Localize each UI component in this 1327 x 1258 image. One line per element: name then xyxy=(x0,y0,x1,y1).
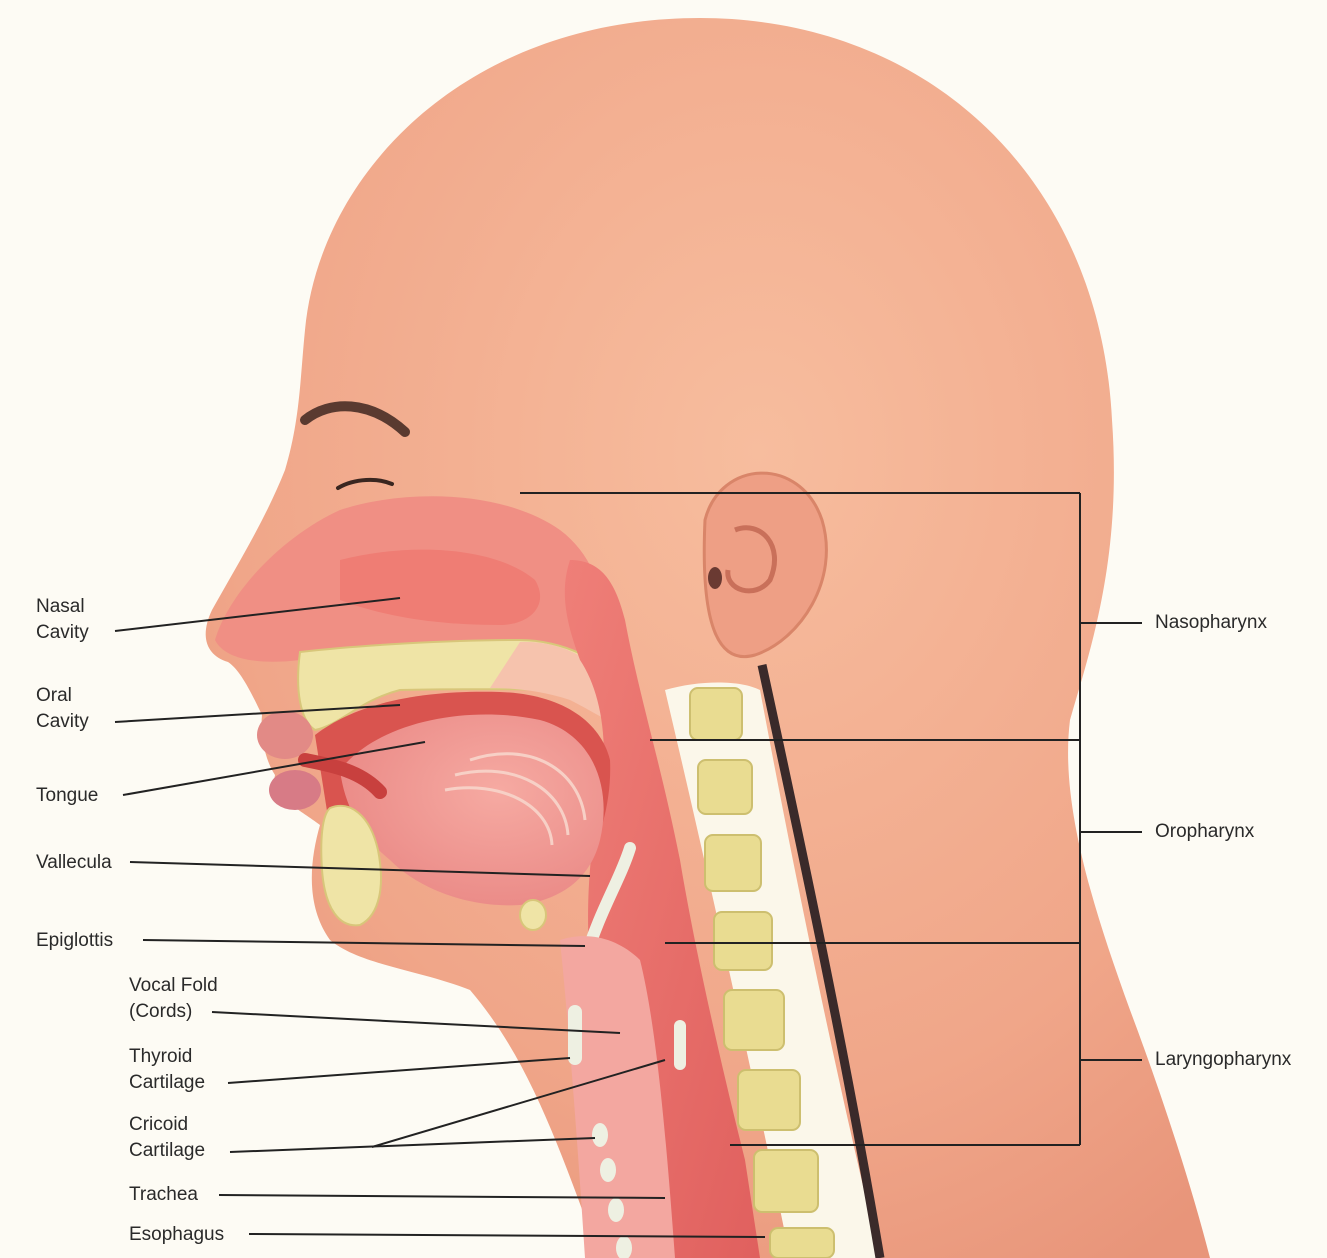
label-cricoid-cartilage: Cricoid Cartilage xyxy=(129,1112,205,1164)
leader-cricoid-cartilage xyxy=(230,1138,595,1152)
label-trachea: Trachea xyxy=(129,1182,198,1208)
label-oropharynx: Oropharynx xyxy=(1155,819,1254,845)
label-vocal-fold-line1: Vocal Fold xyxy=(129,973,218,999)
label-nasal-cavity-line1: Nasal xyxy=(36,594,89,620)
label-epiglottis: Epiglottis xyxy=(36,928,113,954)
label-thyroid-cartilage-line2: Cartilage xyxy=(129,1070,205,1096)
label-nasal-cavity-line2: Cavity xyxy=(36,620,89,646)
label-vocal-fold-line2: (Cords) xyxy=(129,999,218,1025)
label-vocal-fold: Vocal Fold (Cords) xyxy=(129,973,218,1025)
thyroid-cartilage xyxy=(568,1005,582,1065)
label-laryngopharynx: Laryngopharynx xyxy=(1155,1047,1291,1073)
label-cricoid-cartilage-line2: Cartilage xyxy=(129,1138,205,1164)
label-tongue: Tongue xyxy=(36,783,98,809)
label-thyroid-cartilage-line1: Thyroid xyxy=(129,1044,205,1070)
label-thyroid-cartilage: Thyroid Cartilage xyxy=(129,1044,205,1096)
label-nasal-cavity: Nasal Cavity xyxy=(36,594,89,646)
label-cricoid-cartilage-line1: Cricoid xyxy=(129,1112,205,1138)
lower-lip xyxy=(269,770,321,810)
ear-opening xyxy=(708,567,722,589)
leader-thyroid-cartilage xyxy=(228,1058,570,1083)
label-oral-cavity: Oral Cavity xyxy=(36,683,89,735)
label-esophagus: Esophagus xyxy=(129,1222,224,1248)
label-oral-cavity-line2: Cavity xyxy=(36,709,89,735)
hyoid-bone xyxy=(520,900,546,930)
label-oral-cavity-line1: Oral xyxy=(36,683,89,709)
upper-lip xyxy=(257,711,313,759)
label-vallecula: Vallecula xyxy=(36,850,112,876)
label-nasopharynx: Nasopharynx xyxy=(1155,610,1267,636)
cricoid-cartilage xyxy=(674,1020,686,1070)
